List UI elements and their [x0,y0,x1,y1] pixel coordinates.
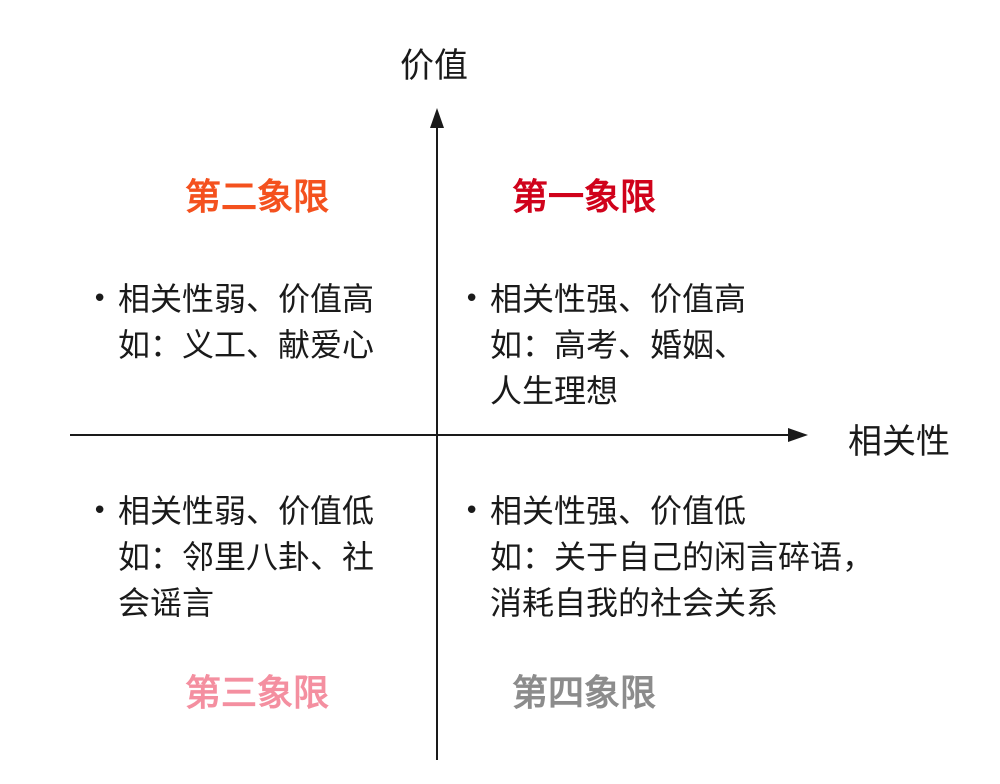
quadrant-4-description: • 相关性强、价值低 如：关于自己的闲言碎语， 消耗自我的社会关系 [464,488,875,626]
description-line: 相关性强、价值高 [490,280,747,318]
y-axis-arrow [430,108,444,128]
x-axis-label: 相关性 [848,422,950,462]
description-line: 如：高考、婚姻、 [490,326,747,364]
quadrant-2-title: 第二象限 [185,177,330,218]
description-line: 相关性弱、价值高 [118,280,375,318]
description-line: 相关性弱、价值低 [118,492,375,530]
bullet-icon: • [464,496,480,526]
description-line: 消耗自我的社会关系 [490,584,779,622]
quadrant-2-description: • 相关性弱、价值高 如：义工、献爱心 [92,276,375,368]
description-line: 会谣言 [118,584,215,622]
description-line: 如：义工、献爱心 [118,326,375,364]
x-axis-arrow [788,428,808,442]
quadrant-1-description: • 相关性强、价值高 如：高考、婚姻、 人生理想 [464,276,747,414]
description-line: 相关性强、价值低 [490,492,747,530]
description-line: 如：邻里八卦、社 [118,538,375,576]
bullet-icon: • [464,284,480,314]
y-axis-label: 价值 [400,46,468,86]
quadrant-3-description: • 相关性弱、价值低 如：邻里八卦、社 会谣言 [92,488,375,626]
bullet-icon: • [92,496,108,526]
quadrant-4-title: 第四象限 [512,673,657,714]
quadrant-1-title: 第一象限 [512,177,657,218]
description-line: 如：关于自己的闲言碎语， [490,538,875,576]
bullet-icon: • [92,284,108,314]
description-line: 人生理想 [490,372,619,410]
quadrant-3-title: 第三象限 [185,673,330,714]
